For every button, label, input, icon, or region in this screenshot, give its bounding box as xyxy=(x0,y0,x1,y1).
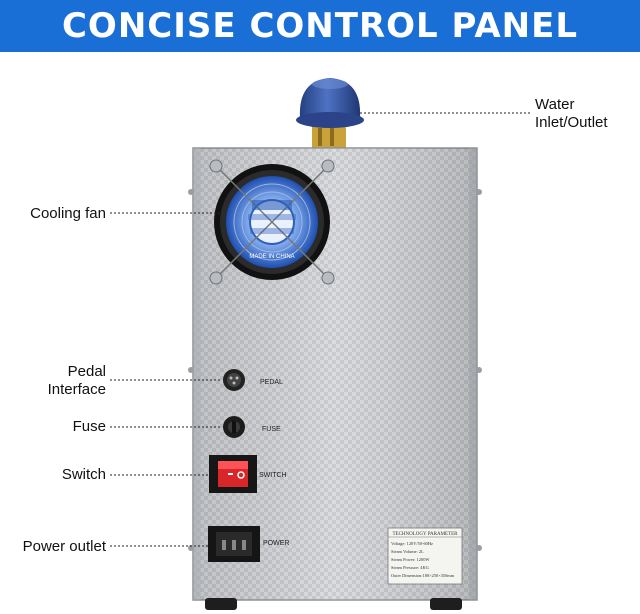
power-outlet-callout: Power outlet xyxy=(22,538,106,555)
steamer-body xyxy=(188,147,482,610)
title-banner: CONCISE CONTROL PANEL xyxy=(0,0,640,52)
water-callout-line2: Inlet/Outlet xyxy=(535,114,608,131)
pedal-connector xyxy=(223,369,245,391)
tech-plate-line: Steam Volume: 2L xyxy=(391,549,424,554)
tech-plate-line: Steam Pressure: 4KG xyxy=(391,565,430,570)
pedal-panel-label: PEDAL xyxy=(260,379,283,386)
leader-lines xyxy=(110,112,530,547)
fuse-panel-label: FUSE xyxy=(262,426,281,433)
pedal-callout-line1: Pedal xyxy=(67,363,106,380)
pedal-callout: Pedal Interface xyxy=(10,363,106,399)
power-socket xyxy=(208,526,260,562)
switch-callout: Switch xyxy=(61,466,106,483)
water-callout: Water Inlet/Outlet xyxy=(535,96,608,132)
fuse-holder xyxy=(223,416,245,438)
switch-panel-label: SWITCH xyxy=(259,472,287,479)
fuse-callout: Fuse xyxy=(72,418,106,435)
tech-plate-line: Steam Power: 1200W xyxy=(391,557,430,562)
water-callout-line1: Water xyxy=(535,96,575,113)
tech-plate-line: Outer Dimension:180×250×350mm xyxy=(391,573,455,578)
water-inlet-cap xyxy=(296,78,364,148)
pedal-callout-line2: Interface xyxy=(47,381,106,398)
cooling-fan-callout: Cooling fan xyxy=(30,205,106,222)
cooling-fan xyxy=(209,159,335,285)
fan-made-in-label: MADE IN CHINA xyxy=(249,254,294,260)
tech-parameter-plate xyxy=(387,527,463,585)
power-panel-label: POWER xyxy=(263,540,289,547)
tech-plate-title: TECHNOLOGY PARAMETER xyxy=(392,532,458,537)
power-switch xyxy=(209,455,257,493)
tech-plate-line: Voltage: 120V/50-60Hz xyxy=(391,541,433,546)
banner-title: CONCISE CONTROL PANEL xyxy=(61,6,578,46)
